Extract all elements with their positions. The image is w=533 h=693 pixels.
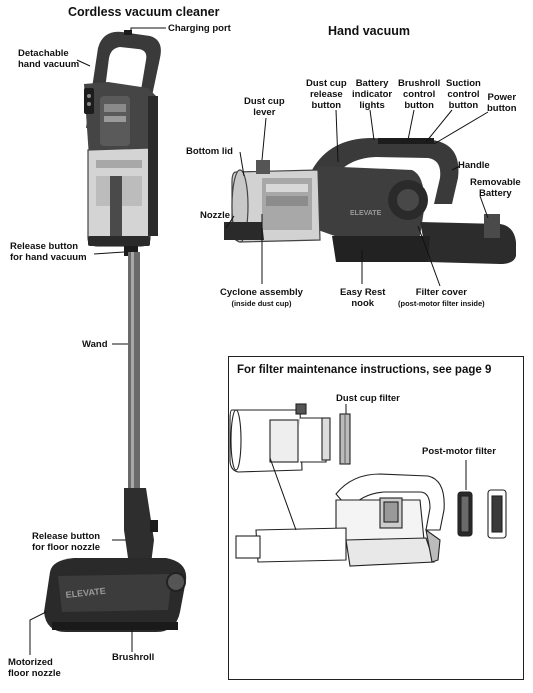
label-dust-cup-release-line1: Dust cup [306, 78, 347, 89]
label-release-floor-line1: Release button [32, 531, 101, 542]
label-suction-control-line3: button [448, 100, 479, 111]
label-brushroll: Brushroll [112, 652, 155, 663]
label-brushroll-control-line2: control [403, 89, 436, 100]
label-nozzle: Nozzle [200, 210, 231, 221]
hand-title: Hand vacuum [328, 24, 410, 38]
label-release-hand: Release button for hand vacuum [10, 241, 87, 263]
label-battery-indicator: Battery indicator lights [352, 78, 392, 111]
label-power-button: Power button [487, 92, 517, 114]
label-brushroll-control-line1: Brushroll [398, 78, 441, 89]
release-button-floor [150, 520, 158, 532]
label-battery-indicator-line1: Battery [355, 78, 389, 89]
hand-handle [312, 138, 459, 204]
hand-brand: ELEVATE [350, 210, 382, 217]
label-motorized-line1: Motorized [8, 657, 53, 668]
svg-text:ELEVATE: ELEVATE [65, 586, 106, 600]
label-easy-rest-line1: Easy Rest [340, 287, 386, 298]
label-release-floor: Release button for floor nozzle [32, 531, 100, 553]
label-filter-cover-line1: Filter cover [415, 287, 467, 298]
label-filter-cover: Filter cover (post-motor filter inside) [398, 287, 485, 309]
label-battery-indicator-line2: indicator [352, 89, 393, 100]
dust-cup-lever [256, 160, 270, 174]
label-battery-indicator-line3: lights [359, 100, 385, 111]
stick-title: Cordless vacuum cleaner [68, 5, 220, 19]
label-removable-line1: Removable [470, 177, 521, 188]
label-bottom-lid: Bottom lid [186, 146, 233, 157]
hand-vacuum-drawing: ELEVATE [224, 138, 516, 264]
hand-control-strip [378, 138, 434, 144]
label-release-hand-line1: Release button [10, 241, 79, 252]
label-suction-control: Suction control button [446, 78, 481, 111]
label-filter-cover-sub: (post-motor filter inside) [398, 299, 485, 308]
label-removable-battery: Removable Battery [470, 177, 521, 199]
label-charging-port: Charging port [168, 23, 231, 34]
stick-leader-lines [29, 27, 166, 655]
stick-vacuum-drawing: ELEVATE [44, 30, 187, 632]
label-detachable-line2: hand vacuum [18, 59, 80, 70]
nozzle-wheel [166, 572, 186, 592]
label-dust-cup-release: Dust cup release button [306, 78, 347, 111]
label-cyclone-sub: (inside dust cup) [231, 299, 292, 308]
stick-display [84, 88, 94, 114]
maintenance-leader-lines [269, 404, 467, 531]
label-easy-rest-nook: Easy Rest nook [340, 287, 385, 309]
label-wand: Wand [82, 339, 108, 350]
filter-maintenance-box: For filter maintenance instructions, see… [228, 356, 524, 680]
label-dust-cup-filter: Dust cup filter [336, 393, 400, 404]
charging-port [124, 30, 132, 35]
label-detachable-line1: Detachable [18, 48, 69, 59]
release-button-hand [124, 246, 138, 256]
stick-battery [148, 96, 158, 236]
label-brushroll-control: Brushroll control button [398, 78, 440, 111]
dust-cup-filter-frame [321, 417, 331, 461]
label-removable-line2: Battery [478, 188, 512, 199]
label-dust-cup-lever-line1: Dust cup [244, 96, 285, 107]
label-easy-rest-line2: nook [351, 298, 375, 309]
handle-loop [86, 31, 161, 128]
easy-rest-nook [332, 236, 430, 262]
hand-battery [420, 222, 516, 264]
hand-nozzle [224, 222, 264, 240]
label-cyclone-assembly: Cyclone assembly (inside dust cup) [220, 287, 303, 309]
label-dust-cup-lever: Dust cup lever [244, 96, 285, 118]
maintenance-title: For filter maintenance instructions, see… [237, 364, 492, 376]
label-handle: Handle [458, 160, 490, 171]
label-power-line1: Power [487, 92, 517, 103]
hand-leader-lines [225, 109, 489, 287]
label-post-motor-filter: Post-motor filter [422, 446, 496, 457]
stick-neck [124, 488, 154, 572]
label-suction-control-line1: Suction [446, 78, 481, 89]
label-release-floor-line2: for floor nozzle [32, 542, 101, 553]
label-dust-cup-release-line2: release [309, 89, 343, 100]
label-dust-cup-release-line3: button [311, 100, 342, 111]
label-release-hand-line2: for hand vacuum [10, 252, 87, 263]
label-motorized-line2: floor nozzle [8, 668, 61, 679]
label-detachable-hand-vacuum: Detachable hand vacuum [18, 48, 79, 70]
label-suction-control-line2: control [447, 89, 480, 100]
label-dust-cup-lever-line2: lever [253, 107, 276, 118]
label-cyclone-line1: Cyclone assembly [220, 287, 303, 298]
maintenance-drawing [229, 403, 507, 567]
label-motorized-nozzle: Motorized floor nozzle [8, 657, 61, 679]
label-brushroll-control-line3: button [404, 100, 434, 111]
label-power-line2: button [487, 103, 517, 114]
